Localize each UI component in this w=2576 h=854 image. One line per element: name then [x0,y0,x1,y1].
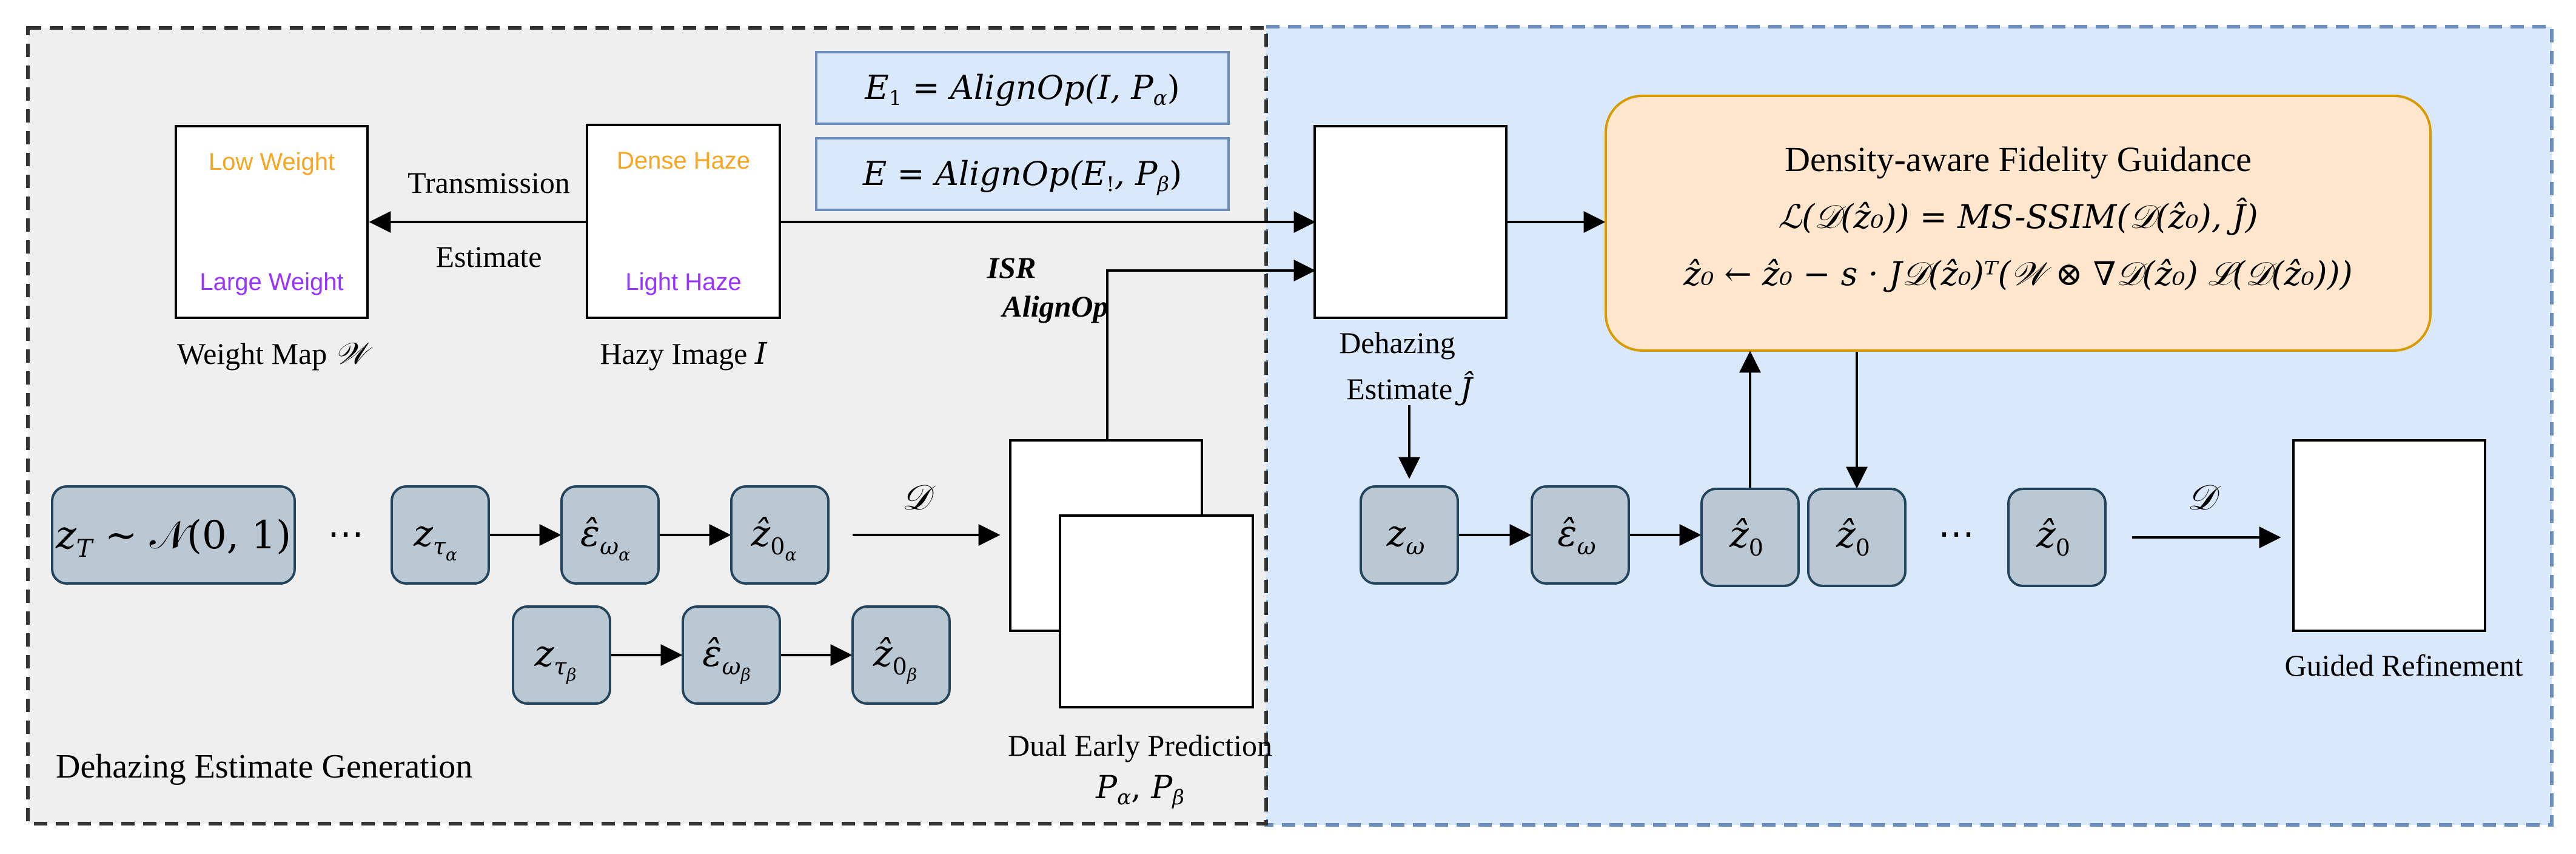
hazy-image-caption: Hazy Image I [600,336,767,371]
equation-1: E1 = AlignOp(I, Pα) [864,69,1179,110]
hazy-image-top-label: Dense Haze [617,147,750,174]
guided-refinement-label: Guided Refinement [2285,648,2523,682]
right-ellipsis: ⋯ [1938,513,1974,555]
node-z0-right-1-label: ẑ0 [1729,514,1763,561]
guidance-box [1605,95,2432,352]
weight-map-bottom-label: Large Weight [200,269,343,295]
alignop-label: AlignOp [1000,289,1108,323]
hazy-image-box [586,124,781,319]
node-eps-alpha [560,485,660,585]
node-z0-beta [851,605,951,705]
prediction-to-estimate-arrow [1106,260,1316,440]
dehazing-estimate-label-line2: Estimate Ĵ [1346,371,1474,406]
equation-2: E = AlignOp(E!, Pβ) [862,155,1182,197]
equation-box-2 [815,137,1230,211]
node-z0-right-1 [1700,488,1800,587]
weight-map-caption: Weight Map 𝒲 [177,336,373,371]
node-z0-right-2-label: ẑ0 [1836,514,1870,561]
node-z0-beta-label: ẑ0β [873,633,917,685]
guided-refinement-box [2292,439,2486,632]
dual-prediction-label: Dual Early Prediction [1008,728,1272,762]
weight-map-top-label: Low Weight [209,149,335,175]
node-z-omega-label: zω [1386,513,1425,560]
node-zT [51,485,296,585]
node-z-tau-alpha-label: zτα [413,513,457,565]
dehazing-estimate-label-line1: Dehazing [1339,326,1455,360]
prediction-box-beta [1059,514,1254,708]
guidance-title: Density-aware Fidelity Guidance [1785,140,2252,179]
node-eps-alpha-label: ε̂ωα [580,513,630,565]
dual-prediction-symbols: Pα, Pβ [1095,770,1184,810]
node-eps-beta [682,605,781,705]
equation-box-1 [815,51,1230,125]
node-z0-alpha [730,485,830,585]
node-z0-right-3 [2007,488,2107,587]
hazy-image-bottom-label: Light Haze [625,269,741,295]
node-z0-right-2 [1807,488,1907,587]
node-zT-label: zT ∼ 𝒩(0, 1) [55,513,291,563]
guidance-formula-2: ẑ₀ ← ẑ₀ − s · J𝒟(ẑ₀)ᵀ(𝒲 ⊗ ∇𝒟(ẑ₀) ℒ(𝒟(ẑ₀)… [1683,255,2352,293]
guidance-formula-1: ℒ(𝒟(ẑ₀)) = MS-SSIM(𝒟(ẑ₀), Ĵ) [1778,197,2258,236]
transmission-label-line2: Estimate [436,240,542,274]
isr-label: ISR [987,250,1036,284]
dehazing-estimate-box [1313,125,1508,319]
weight-map-box [175,125,369,319]
node-z0-right-3-label: ẑ0 [2036,514,2070,561]
alpha-ellipsis: ⋯ [327,513,364,555]
transmission-label-line1: Transmission [408,166,570,200]
node-z-tau-beta [512,605,611,705]
node-z-omega [1360,485,1459,585]
node-eps-beta-label: ε̂ωβ [702,633,750,685]
node-z-tau-beta-label: zτβ [534,633,577,685]
left-panel-title: Dehazing Estimate Generation [56,748,472,785]
node-eps-omega-label: ε̂ω [1557,513,1595,560]
node-z0-alpha-label: ẑ0α [751,513,797,565]
node-eps-omega [1531,485,1630,585]
node-z-tau-alpha [391,485,490,585]
